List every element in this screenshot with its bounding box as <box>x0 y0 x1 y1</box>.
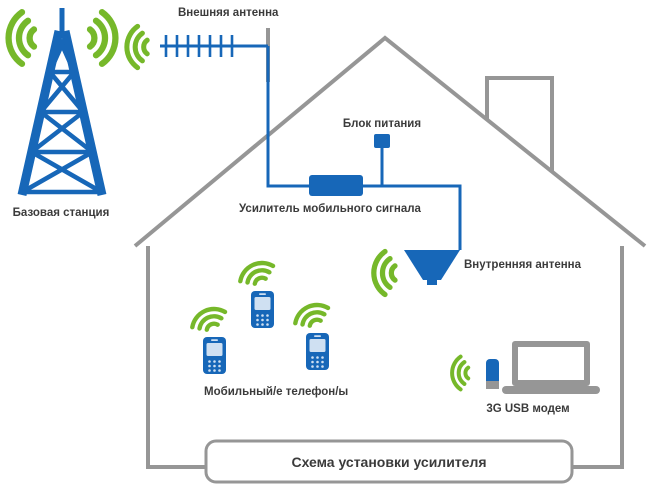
caption-banner <box>204 439 574 484</box>
mobile-phone <box>306 333 329 370</box>
signal-waves-phone <box>291 299 331 330</box>
antenna-elements <box>164 35 234 57</box>
internal-antenna <box>404 250 460 285</box>
chimney <box>485 76 554 172</box>
internal-antenna-stem <box>427 278 437 285</box>
roof-line <box>133 35 647 248</box>
external-antenna-label: Внешняя антенна <box>178 7 279 19</box>
output-cable <box>363 184 462 250</box>
power-supply-block <box>374 134 390 148</box>
cell-tower <box>17 8 107 196</box>
signal-waves-internal-antenna <box>374 252 395 295</box>
signal-waves-tower-left <box>9 12 34 64</box>
usb-modem <box>486 359 499 389</box>
internal-antenna-funnel <box>404 250 460 280</box>
signal-waves-phone <box>236 257 276 288</box>
base-station-label: Базовая станция <box>13 207 110 219</box>
internal-antenna-label: Внутренняя антенна <box>464 259 582 271</box>
phones-label: Мобильный/е телефон/ы <box>204 386 348 398</box>
external-antenna <box>160 28 270 82</box>
caption-text: Схема установки усилителя <box>291 454 486 470</box>
signal-waves-usb-modem <box>450 354 471 392</box>
power-supply-label: Блок питания <box>343 118 421 130</box>
amplifier-label: Усилитель мобильного сигнала <box>239 203 422 215</box>
signal-waves-phone <box>188 303 228 334</box>
antenna-cable <box>266 46 309 188</box>
amplifier-box <box>309 175 363 196</box>
signal-waves-tower-right <box>90 12 115 64</box>
mobile-phone <box>251 291 274 328</box>
laptop-screen <box>518 347 584 380</box>
mobile-phone <box>203 337 226 374</box>
usb-modem-label: 3G USB модем <box>486 403 569 415</box>
laptop <box>502 341 600 394</box>
signal-waves-external-antenna <box>127 26 147 67</box>
laptop-base <box>502 386 600 394</box>
tower-lattice <box>21 35 103 195</box>
usb-modem-cap <box>486 381 499 389</box>
